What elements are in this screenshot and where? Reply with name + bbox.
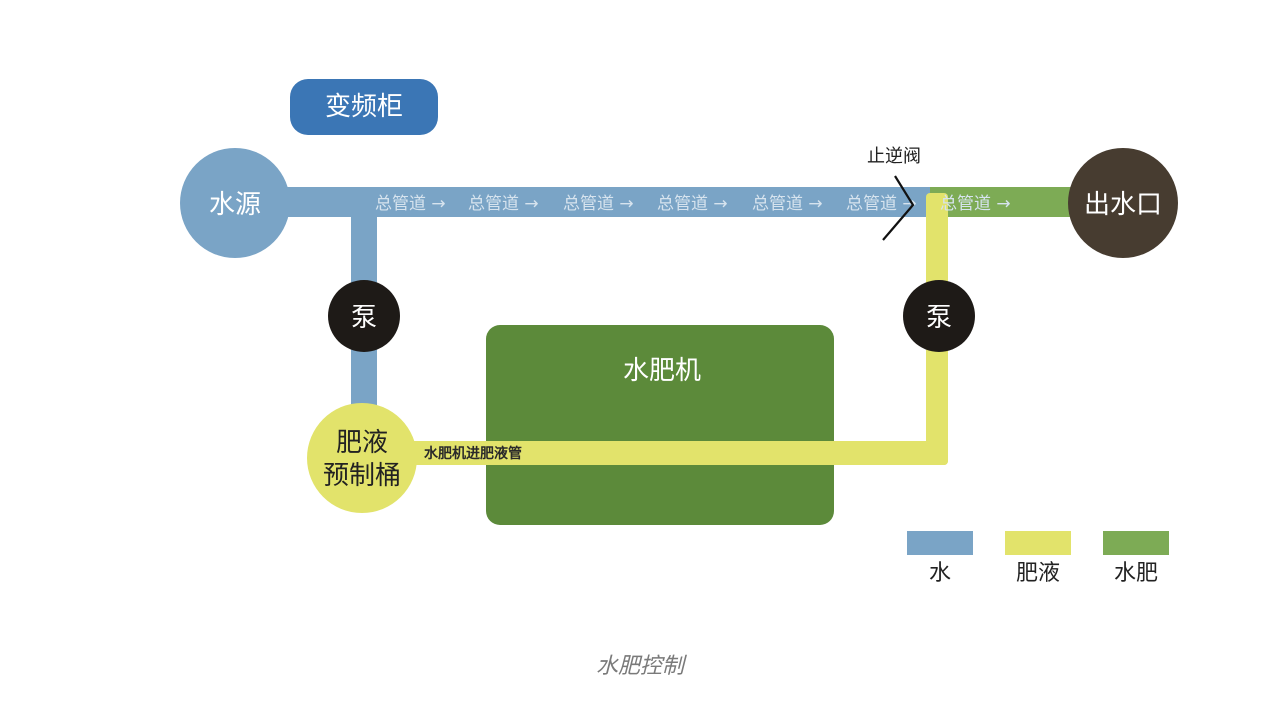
legend-swatch-water (907, 531, 973, 555)
water-source-label: 水源 (209, 190, 261, 220)
pipe-label-5: 总管道 → (752, 194, 823, 214)
machine-inlet-label: 水肥机进肥液管 (424, 445, 522, 462)
premix-tank-label-line1: 肥液 (336, 428, 388, 458)
legend-label-water: 水 (929, 561, 951, 586)
check-valve-label: 止逆阀 (867, 146, 921, 167)
outlet-label: 出水口 (1084, 190, 1162, 220)
left-pump-label: 泵 (351, 303, 377, 333)
fertilizer-machine-box (486, 325, 834, 525)
cabinet-box (290, 79, 438, 135)
fertilizer-machine-label: 水肥机 (623, 356, 701, 386)
right-pump-label: 泵 (926, 303, 952, 333)
outlet-node (1068, 148, 1178, 258)
premix-tank-label-line2: 预制桶 (323, 461, 401, 491)
pipe-label-2: 总管道 → (468, 194, 539, 214)
pipe-label-3: 总管道 → (563, 194, 634, 214)
pipe-label-7: 总管道 → (940, 194, 1011, 214)
legend-swatch-fertilizer (1005, 531, 1071, 555)
main-water-pipe (230, 187, 930, 217)
premix-tank-node (307, 403, 417, 513)
pipe-label-1: 总管道 → (375, 194, 446, 214)
legend-swatch-mix (1103, 531, 1169, 555)
cabinet-label: 变频柜 (325, 92, 403, 122)
legend-label-fertilizer: 肥液 (1016, 561, 1060, 586)
figure-caption: 水肥控制 (595, 654, 684, 679)
right-pump-node (903, 280, 975, 352)
fertilizer-inlet-pipe (400, 441, 948, 465)
water-source-node (180, 148, 290, 258)
check-valve-icon (882, 175, 915, 241)
pipe-label-4: 总管道 → (657, 194, 728, 214)
left-pump-node (328, 280, 400, 352)
pipe-label-6: 总管道 → (846, 194, 917, 214)
legend-label-mix: 水肥 (1114, 561, 1158, 586)
